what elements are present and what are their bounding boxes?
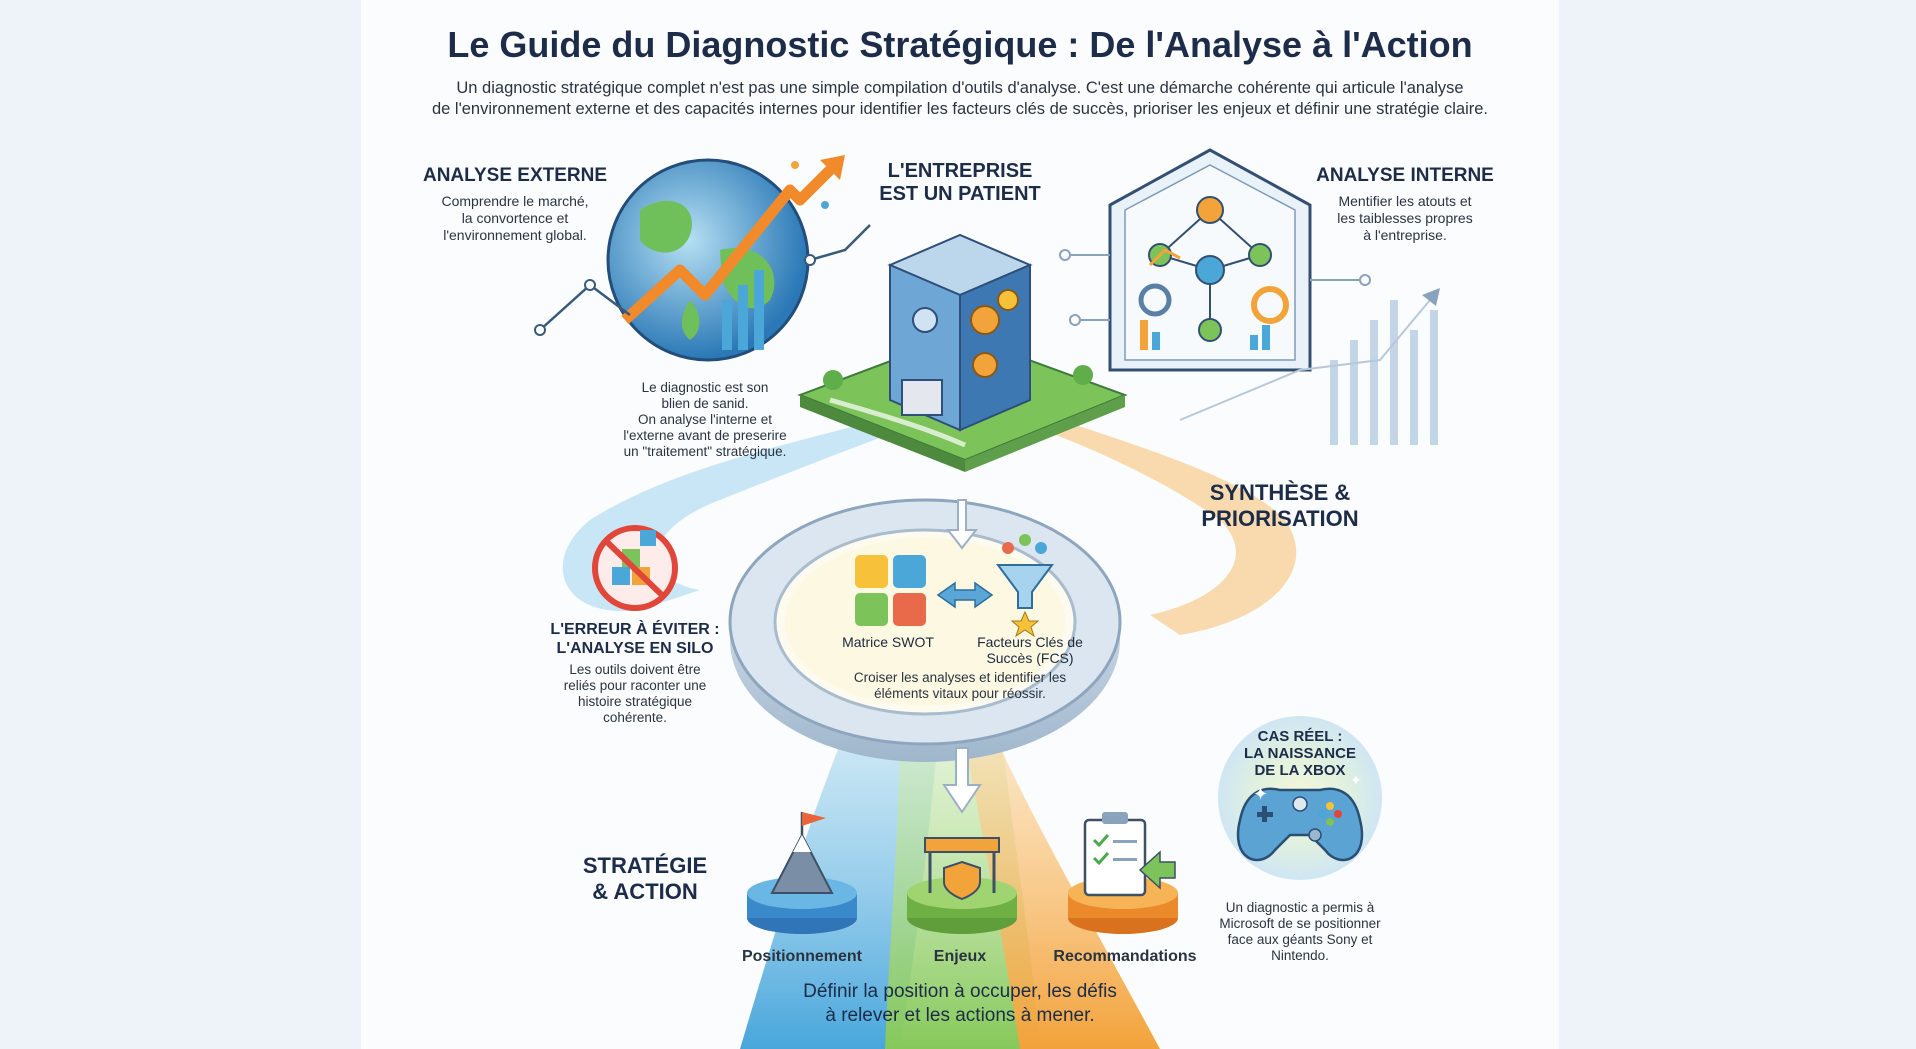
external-analysis-block: ANALYSE EXTERNE Comprendre le marché, la… <box>420 165 610 244</box>
xbox-case-icon: ✦ ✦ <box>1218 716 1382 880</box>
error-line: histoire stratégique <box>577 694 693 709</box>
output-label-recommendations: Recommandations <box>1053 948 1197 965</box>
intro-line: Un diagnostic stratégique complet n'est … <box>456 79 1464 97</box>
internal-line: les taiblesses propres <box>1337 210 1473 226</box>
stakes-pedestal-icon <box>907 837 1017 934</box>
internal-text: Mentifier les atouts et les taiblesses p… <box>1310 193 1500 244</box>
patient-line: blien de sanid. <box>661 396 749 411</box>
case-heading-line: CAS RÉEL : <box>1257 728 1343 745</box>
error-line: reliés pour raconter une <box>563 678 707 693</box>
patient-line: Le diagnostic est son <box>641 380 769 395</box>
external-line: Comprendre le marché, <box>441 193 589 209</box>
case-line: Nintendo. <box>1271 948 1329 963</box>
svg-text:✦: ✦ <box>1350 772 1362 788</box>
patient-heading-line: L'ENTREPRISE <box>887 160 1033 182</box>
output-label-stakes: Enjeux <box>933 948 987 965</box>
swot-matrix-icon <box>855 555 926 626</box>
page-title: Le Guide du Diagnostic Stratégique : De … <box>447 24 1473 65</box>
fcs-label-line: Succès (FCS) <box>986 650 1074 666</box>
company-building-icon <box>797 233 1128 472</box>
hub-caption: Croiser les analyses et identifier les é… <box>835 670 1085 702</box>
case-heading-line: LA NAISSANCE <box>1244 745 1356 762</box>
external-line: l'environnement global. <box>443 227 587 243</box>
strategy-heading: STRATÉGIE & ACTION <box>560 853 730 905</box>
internal-analysis-house-icon <box>1059 148 1440 445</box>
case-line: Un diagnostic a permis à <box>1225 900 1375 915</box>
bottom-statement: Définir la position à occuper, les défis… <box>750 980 1170 1028</box>
double-arrow-icon <box>936 581 994 609</box>
intro-text: Un diagnostic stratégique complet n'est … <box>420 78 1500 120</box>
hub-caption-line: éléments vitaux pour réossir. <box>874 686 1046 701</box>
funnel-icon <box>996 534 1054 638</box>
svg-text:✦: ✦ <box>1253 784 1268 804</box>
patient-heading-line: EST UN PATIENT <box>879 183 1041 205</box>
case-line: face aux géants Sony et <box>1227 932 1373 947</box>
intro-line: de l'environnement externe et des capaci… <box>431 100 1489 118</box>
no-silo-icon <box>592 525 678 611</box>
error-heading-line: L'ANALYSE EN SILO <box>556 640 714 657</box>
globe-icon <box>534 155 871 362</box>
patient-heading: L'ENTREPRISE EST UN PATIENT <box>860 160 1060 206</box>
bottom-line: à relever et les actions à mener. <box>825 1005 1095 1026</box>
positioning-pedestal-icon <box>747 812 857 934</box>
orange-stream-bottom <box>960 700 1160 1049</box>
arrow-down-top-icon <box>945 499 979 550</box>
external-line: la convortence et <box>461 210 569 226</box>
output-label-positioning: Positionnement <box>741 948 862 965</box>
patient-line: un "traitement" stratégique. <box>623 444 787 459</box>
case-heading: CAS RÉEL : LA NAISSANCE DE LA XBOX <box>1230 728 1370 779</box>
recommendations-pedestal-icon <box>1068 812 1178 934</box>
arrow-down-bottom-icon <box>942 747 982 814</box>
patient-line: On analyse l'interne et <box>638 412 772 427</box>
swot-label: Matrice SWOT <box>842 634 934 650</box>
patient-description: Le diagnostic est son blien de sanid. On… <box>605 380 805 460</box>
external-text: Comprendre le marché, la convortence et … <box>420 193 610 244</box>
strategy-line: STRATÉGIE <box>582 853 708 878</box>
internal-line: à l'entreprise. <box>1363 227 1447 243</box>
internal-line: Mentifier les atouts et <box>1338 193 1472 209</box>
error-line: cohérente. <box>603 710 667 725</box>
external-heading: ANALYSE EXTERNE <box>422 165 608 186</box>
case-text: Un diagnostic a permis à Microsoft de se… <box>1215 900 1385 964</box>
synthesis-heading: SYNTHÈSE & PRIORISATION <box>1180 480 1380 532</box>
hub-caption-line: Croiser les analyses et identifier les <box>853 670 1067 685</box>
internal-heading: ANALYSE INTERNE <box>1316 165 1494 186</box>
strategy-line: & ACTION <box>592 879 698 904</box>
synthesis-line: PRIORISATION <box>1201 506 1359 531</box>
error-line: Les outils doivent être <box>569 662 701 677</box>
fcs-label-line: Facteurs Clés de <box>977 634 1083 650</box>
internal-analysis-block: ANALYSE INTERNE Mentifier les atouts et … <box>1310 165 1500 244</box>
case-line: Microsoft de se positionner <box>1219 916 1381 931</box>
bottom-line: Définir la position à occuper, les défis <box>803 981 1117 1002</box>
patient-line: l'externe avant de preserire <box>623 428 787 443</box>
error-block: L'ERREUR À ÉVITER : L'ANALYSE EN SILO Le… <box>540 620 730 726</box>
error-heading: L'ERREUR À ÉVITER : L'ANALYSE EN SILO <box>540 620 730 658</box>
case-heading-line: DE LA XBOX <box>1254 762 1346 779</box>
error-heading-line: L'ERREUR À ÉVITER : <box>550 621 720 638</box>
synthesis-line: SYNTHÈSE & <box>1209 480 1351 505</box>
error-text: Les outils doivent être reliés pour raco… <box>540 662 730 726</box>
fcs-label: Facteurs Clés de Succès (FCS) <box>965 634 1095 666</box>
